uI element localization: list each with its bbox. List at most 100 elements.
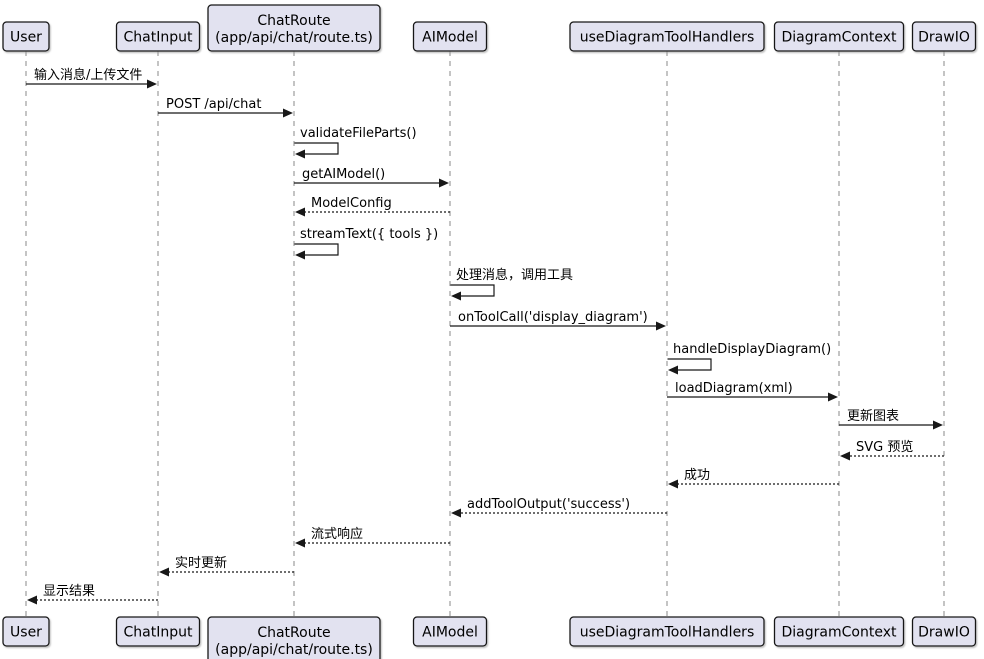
message-label: 处理消息，调用工具 — [456, 267, 573, 283]
arrowhead-icon — [159, 567, 169, 577]
message-label: streamText({ tools }) — [300, 227, 438, 242]
self-message: streamText({ tools }) — [294, 227, 438, 260]
self-message: 处理消息，调用工具 — [450, 267, 573, 301]
participant-label: useDiagramToolHandlers — [580, 30, 755, 46]
participant-box — [569, 21, 765, 52]
arrowhead-icon — [451, 291, 461, 301]
participant-label: DrawIO — [918, 625, 970, 641]
arrowhead-icon — [295, 149, 305, 159]
message: 成功 — [668, 468, 839, 489]
message: 输入消息/上传文件 — [26, 67, 157, 89]
arrowhead-icon — [840, 451, 850, 461]
participant-label: DiagramContext — [782, 625, 897, 641]
participant-box — [773, 616, 905, 647]
message: addToolOutput('success') — [451, 497, 667, 518]
arrowhead-icon — [295, 250, 305, 260]
participant-bottom-useDiagramToolHandlers: useDiagramToolHandlers — [569, 616, 765, 647]
participant-box — [911, 616, 977, 647]
arrowhead-icon — [295, 207, 305, 217]
message-label: loadDiagram(xml) — [675, 381, 793, 396]
message: 实时更新 — [159, 555, 294, 577]
arrowhead-icon — [451, 508, 461, 518]
participant-top-useDiagramToolHandlers: useDiagramToolHandlers — [569, 21, 765, 52]
participant-label: DrawIO — [918, 30, 970, 46]
participant-bottom-DiagramContext: DiagramContext — [773, 616, 905, 647]
message-label: 成功 — [684, 468, 710, 483]
message-label: 流式响应 — [311, 526, 363, 542]
arrowhead-icon — [439, 178, 449, 188]
participant-top-User: User — [2, 21, 50, 52]
message: loadDiagram(xml) — [667, 381, 838, 402]
participant-top-ChatRoute: ChatRoute(app/api/chat/route.ts) — [207, 4, 381, 52]
participant-box — [2, 21, 50, 52]
participant-bottom-ChatRoute: ChatRoute(app/api/chat/route.ts) — [207, 616, 381, 659]
participant-box — [115, 21, 201, 52]
message: 更新图表 — [839, 408, 943, 430]
participant-label: DiagramContext — [782, 30, 897, 46]
participant-box — [207, 616, 381, 659]
participant-bottom-AIModel: AIModel — [412, 616, 488, 647]
message-label: 输入消息/上传文件 — [34, 67, 142, 83]
message: POST /api/chat — [158, 97, 293, 118]
message-label: POST /api/chat — [166, 97, 261, 112]
message-label: onToolCall('display_diagram') — [458, 310, 648, 325]
participant-top-ChatInput: ChatInput — [115, 21, 201, 52]
message: 流式响应 — [295, 526, 450, 548]
message: SVG 预览 — [840, 439, 944, 461]
participant-label: ChatRoute — [257, 625, 330, 641]
participant-bottom-ChatInput: ChatInput — [115, 616, 201, 647]
participant-top-AIModel: AIModel — [412, 21, 488, 52]
self-call-line — [450, 284, 495, 297]
arrowhead-icon — [27, 595, 37, 605]
participant-label: User — [10, 625, 42, 641]
arrowhead-icon — [828, 392, 838, 402]
self-message: validateFileParts() — [294, 126, 417, 159]
arrowhead-icon — [295, 538, 305, 548]
participant-bottom-DrawIO: DrawIO — [911, 616, 977, 647]
arrowhead-icon — [656, 321, 666, 331]
participant-label: AIModel — [422, 30, 478, 46]
arrowhead-icon — [668, 479, 678, 489]
participant-label: ChatInput — [124, 30, 193, 46]
participant-sublabel: (app/api/chat/route.ts) — [215, 642, 373, 658]
participant-label: useDiagramToolHandlers — [580, 625, 755, 641]
message: ModelConfig — [295, 196, 450, 217]
self-call-line — [294, 243, 339, 256]
participant-box — [569, 616, 765, 647]
participant-label: AIModel — [422, 625, 478, 641]
arrowhead-icon — [283, 108, 293, 118]
participant-sublabel: (app/api/chat/route.ts) — [215, 30, 373, 46]
participant-top-DrawIO: DrawIO — [911, 21, 977, 52]
message-label: 显示结果 — [43, 584, 95, 599]
self-message: handleDisplayDiagram() — [667, 342, 831, 375]
participant-label: ChatRoute — [257, 13, 330, 29]
participant-bottom-User: User — [2, 616, 50, 647]
participant-box — [412, 21, 488, 52]
self-call-line — [667, 358, 712, 371]
message: getAIModel() — [294, 167, 449, 188]
message-label: SVG 预览 — [856, 439, 913, 455]
participant-box — [773, 21, 905, 52]
participant-box — [412, 616, 488, 647]
message: onToolCall('display_diagram') — [450, 310, 666, 331]
participant-top-DiagramContext: DiagramContext — [773, 21, 905, 52]
message-label: 更新图表 — [847, 408, 899, 424]
participant-box — [115, 616, 201, 647]
message-label: validateFileParts() — [300, 126, 417, 141]
participant-label: ChatInput — [124, 625, 193, 641]
message-label: 实时更新 — [175, 555, 227, 571]
participant-box — [911, 21, 977, 52]
participant-label: User — [10, 30, 42, 46]
arrowhead-icon — [147, 79, 157, 89]
message-label: handleDisplayDiagram() — [673, 342, 831, 357]
self-call-line — [294, 142, 339, 155]
arrowhead-icon — [933, 420, 943, 430]
message-label: getAIModel() — [302, 167, 385, 182]
message: 显示结果 — [27, 584, 158, 605]
arrowhead-icon — [668, 365, 678, 375]
participant-box — [207, 4, 381, 52]
message-label: ModelConfig — [311, 196, 392, 211]
message-label: addToolOutput('success') — [467, 497, 630, 512]
